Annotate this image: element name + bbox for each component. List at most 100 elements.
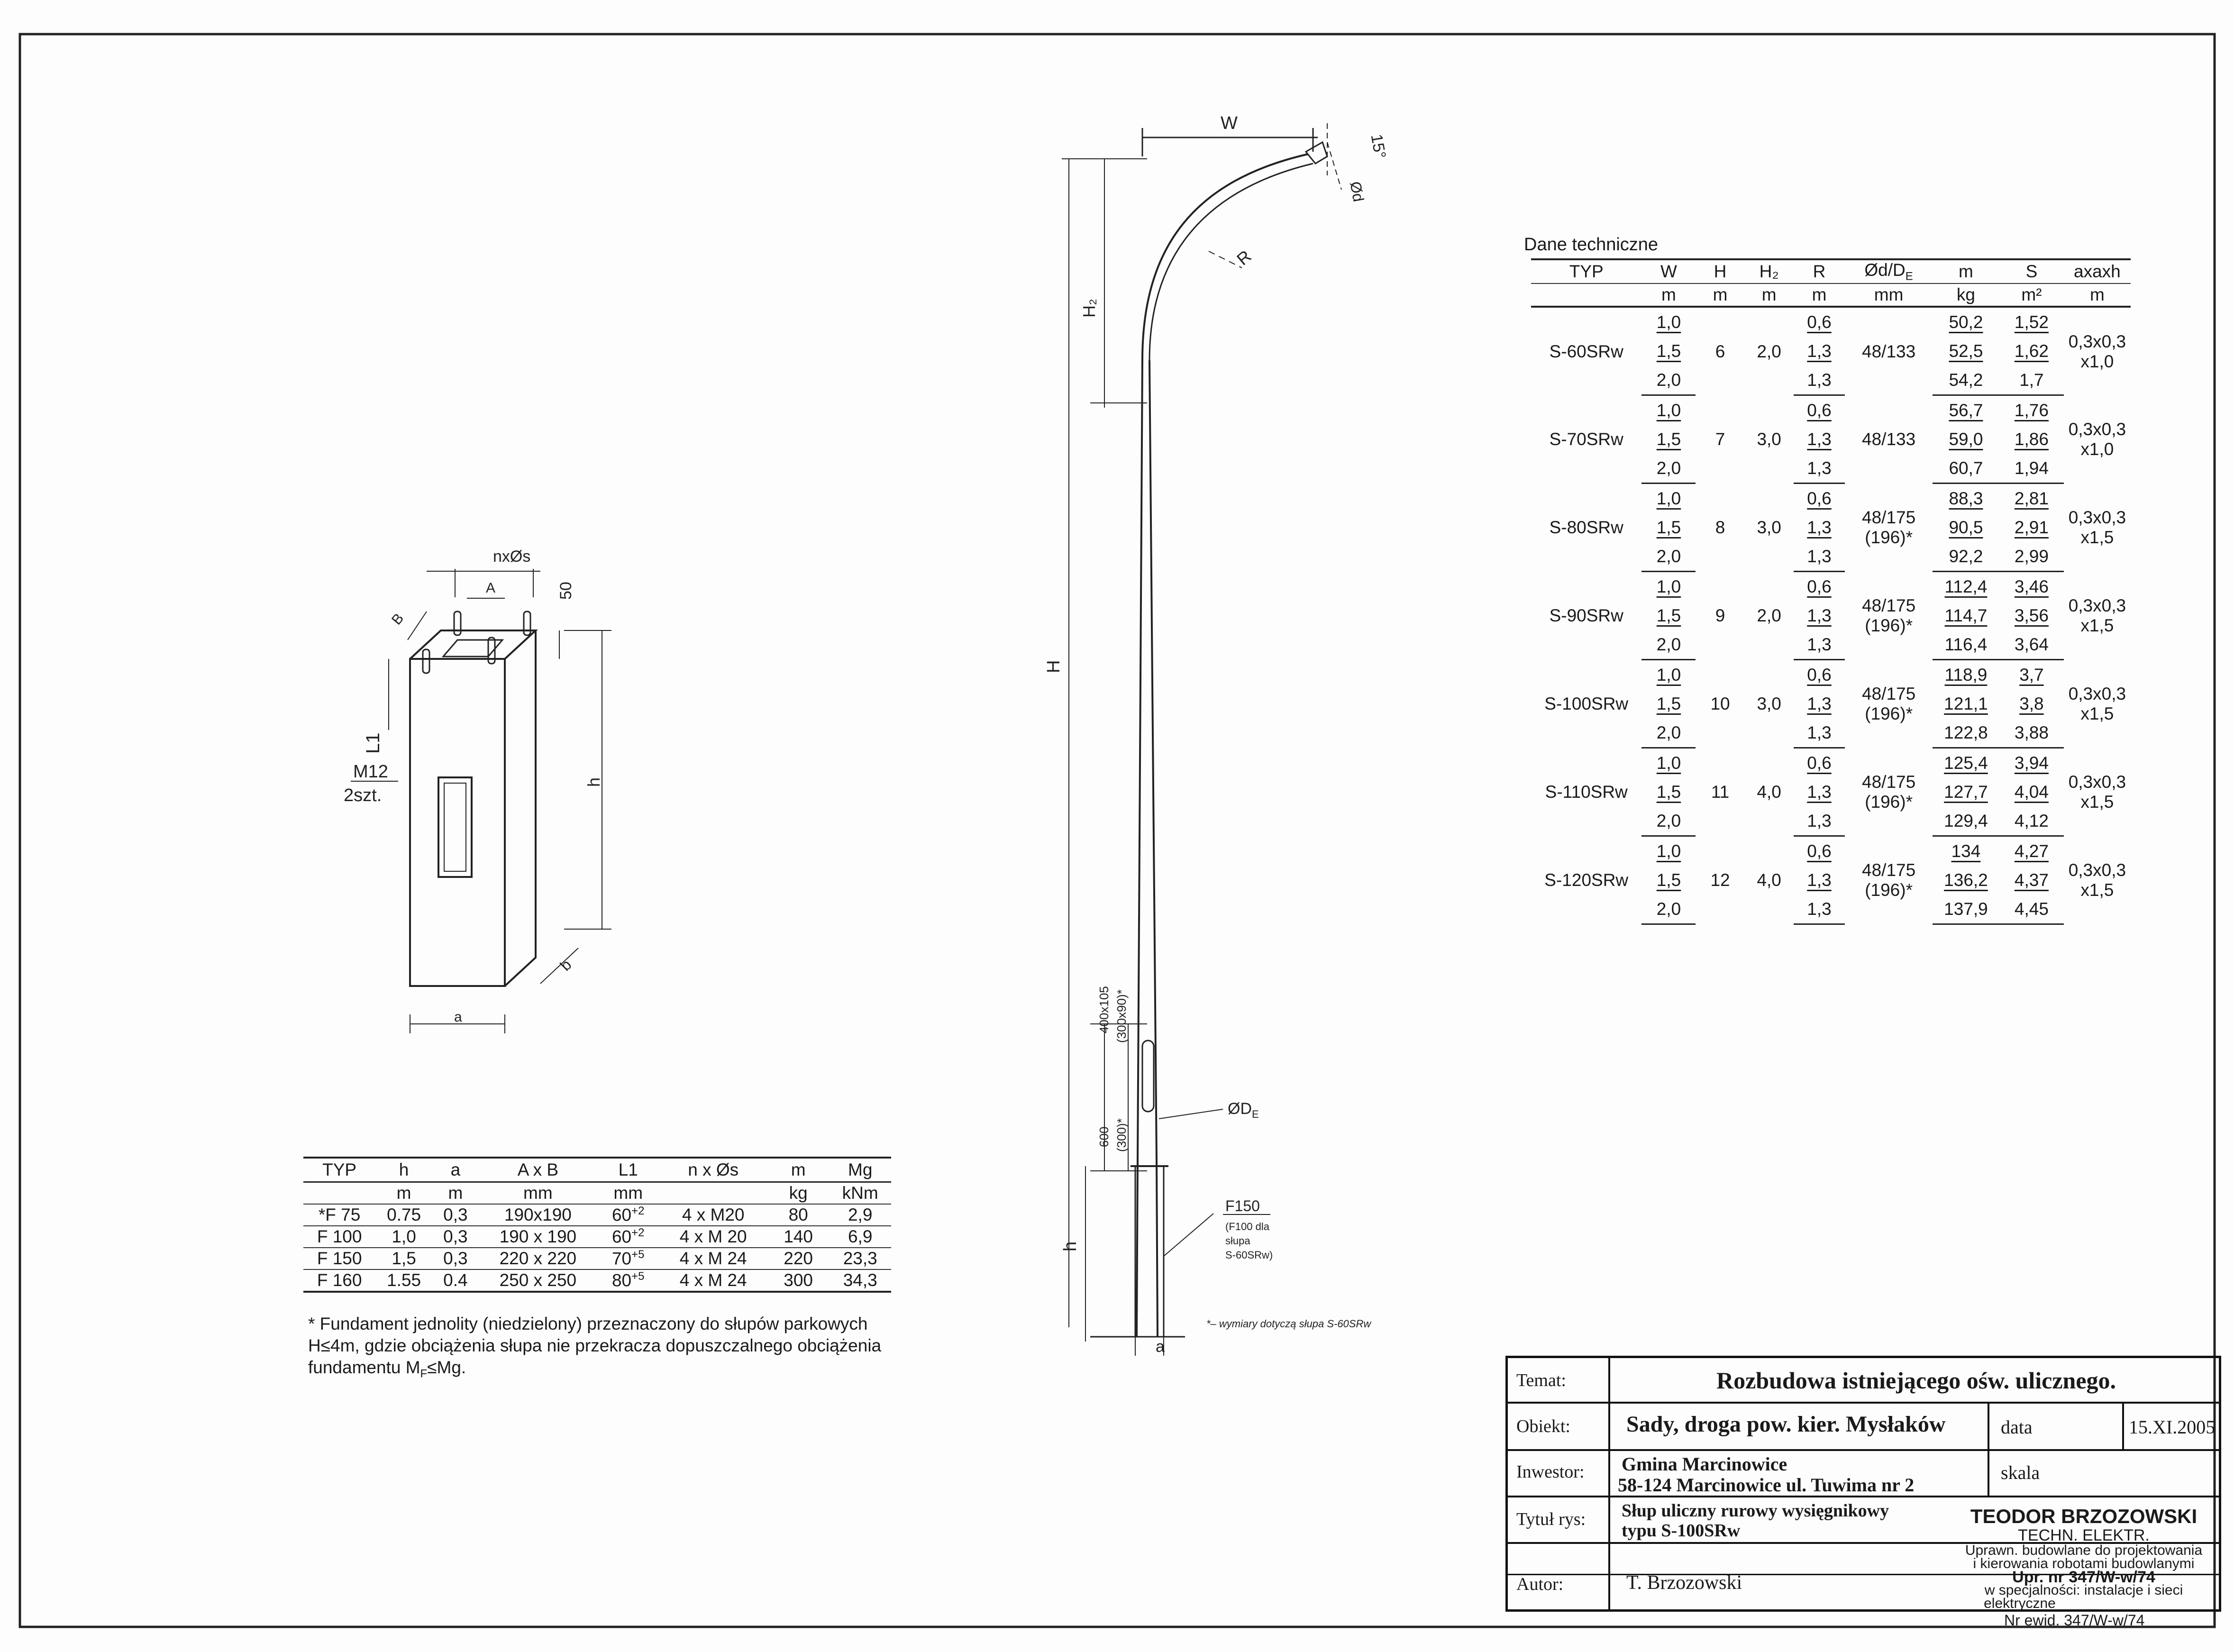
cell-w: 1,0 <box>1656 576 1681 596</box>
cell-s: 1,52 <box>2014 312 2049 332</box>
cell-typ: S-100SRw <box>1544 694 1629 713</box>
temat-value: Rozbudowa istniejącego ośw. ulicznego. <box>1716 1367 2116 1394</box>
cell-r: 0,6 <box>1807 312 1832 332</box>
col-d: Ød/DE <box>1845 258 1933 284</box>
unit-cell: kNm <box>842 1183 878 1203</box>
foundation-nfis-label: nxØs <box>493 548 530 566</box>
tytul-line-1: Słup uliczny rurowy wysięgnikowy <box>1622 1501 1889 1521</box>
skala-label: skala <box>2001 1462 2040 1483</box>
cell-h: 10 <box>1710 694 1730 713</box>
col-typ: TYP <box>303 1157 376 1183</box>
cell-m: 92,2 <box>1932 542 2000 573</box>
cell-w: 1,5 <box>1656 517 1681 537</box>
unit-cell <box>1531 283 1642 308</box>
cell-a: 0,3 <box>432 1247 479 1269</box>
cell-w: 1,5 <box>1656 782 1681 802</box>
cell-l1: 60+2 <box>597 1225 659 1248</box>
cell-h: 7 <box>1715 429 1725 449</box>
col-h2: H₂ <box>1744 258 1794 284</box>
pole-shaft-left <box>1136 360 1143 1337</box>
cell-ab: 220 x 220 <box>478 1247 597 1269</box>
cell-typ: S-90SRw <box>1549 605 1623 625</box>
cell-s: 4,12 <box>1999 806 2064 837</box>
cell-w: 1,5 <box>1656 694 1681 713</box>
cell-ns: 4 x M 24 <box>659 1269 767 1293</box>
unit-cell: mm <box>1845 283 1933 308</box>
cell-s: 3,46 <box>2014 576 2049 596</box>
cell-typ: F 160 <box>303 1269 376 1293</box>
cell-s: 3,7 <box>2019 665 2044 685</box>
cell-w: 1,0 <box>1656 841 1681 861</box>
tech-table-units: m m m m mm kg m² m <box>1531 283 2131 308</box>
note-line-2: H≤4m, gdzie obciążenia słupa nie przekra… <box>308 1336 882 1355</box>
col-w: W <box>1641 258 1696 284</box>
unit-cell: m <box>1793 283 1845 308</box>
note-line-1: * Fundament jednolity (niedzielony) prze… <box>308 1314 868 1333</box>
stamp-line-3: w specjalności: instalacje i sieci <box>1984 1582 2183 1598</box>
col-typ: TYP <box>1531 258 1642 284</box>
unit-cell: m <box>1744 283 1794 308</box>
foundation-b2-label: b <box>556 956 574 974</box>
obiekt-value: Sady, droga pow. kier. Mysłaków <box>1626 1412 1946 1437</box>
foundation-block-front <box>409 658 506 987</box>
cell-m: 127,7 <box>1944 782 1988 802</box>
cell-s: 1,76 <box>2014 400 2049 420</box>
col-h: h <box>375 1157 432 1183</box>
foundation-a-label: A <box>486 580 495 596</box>
pole-shaft-right <box>1149 360 1158 1337</box>
pole-arm-outer <box>1141 153 1309 361</box>
cell-h: 0.75 <box>375 1204 432 1226</box>
cell-mg: 6,9 <box>829 1225 891 1248</box>
foundation-l1-label: L1 <box>363 733 383 754</box>
foundation-block-top <box>409 630 538 660</box>
cell-s: 2,81 <box>2014 488 2049 508</box>
cell-w: 2,0 <box>1641 454 1696 484</box>
cell-a: 0,3 <box>432 1225 479 1248</box>
cell-h: 11 <box>1711 782 1730 802</box>
cell-m: 116,4 <box>1932 630 2000 661</box>
cell-w: 1,0 <box>1656 400 1681 420</box>
foundation-table-header: TYP h a A x B L1 n x Øs m Mg <box>303 1157 891 1183</box>
cell-w: 2,0 <box>1641 542 1696 573</box>
foundation-table: TYP h a A x B L1 n x Øs m Mg m m mm mm k… <box>303 1157 891 1293</box>
cell-m: 140 <box>767 1225 830 1248</box>
tech-table-header: TYP W H H₂ R Ød/DE m S axaxh <box>1531 258 2131 284</box>
cell-r: 0,6 <box>1807 665 1832 685</box>
cell-r: 1,3 <box>1793 718 1845 749</box>
stamp: TEODOR BRZOZOWSKI TECHN. ELEKTR. Uprawn.… <box>1949 1500 2219 1614</box>
cell-m: 56,7 <box>1949 400 1983 420</box>
cell-s: 4,45 <box>1999 894 2064 925</box>
pole-dim-300: (300)* <box>1114 1118 1129 1152</box>
cell-r: 0,6 <box>1807 488 1832 508</box>
tytul-line-2: typu S-100SRw <box>1622 1521 1741 1541</box>
obiekt-label: Obiekt: <box>1516 1416 1570 1436</box>
cell-ns: 4 x M20 <box>659 1204 767 1226</box>
pole-foundation <box>1134 1165 1165 1338</box>
col-mg: Mg <box>829 1157 891 1183</box>
cell-ab: 250 x 250 <box>478 1269 597 1293</box>
cell-w: 1,0 <box>1656 488 1681 508</box>
foundation-drawing <box>388 569 611 1033</box>
cell-h2: 4,0 <box>1757 870 1781 890</box>
pole-drawing <box>1062 123 1342 1356</box>
cell-s: 3,56 <box>2014 605 2049 625</box>
cell-s: 1,7 <box>1999 365 2064 396</box>
cell-r: 1,3 <box>1793 454 1845 484</box>
cell-l1: 60+2 <box>597 1204 659 1226</box>
col-nxs: n x Øs <box>659 1157 767 1183</box>
cell-s: 3,8 <box>2019 694 2044 713</box>
foundation-m12-label: M12 <box>353 762 388 782</box>
cell-mg: 23,3 <box>829 1247 891 1269</box>
cell-r: 0,6 <box>1807 400 1832 420</box>
cell-typ: S-120SRw <box>1544 870 1629 890</box>
